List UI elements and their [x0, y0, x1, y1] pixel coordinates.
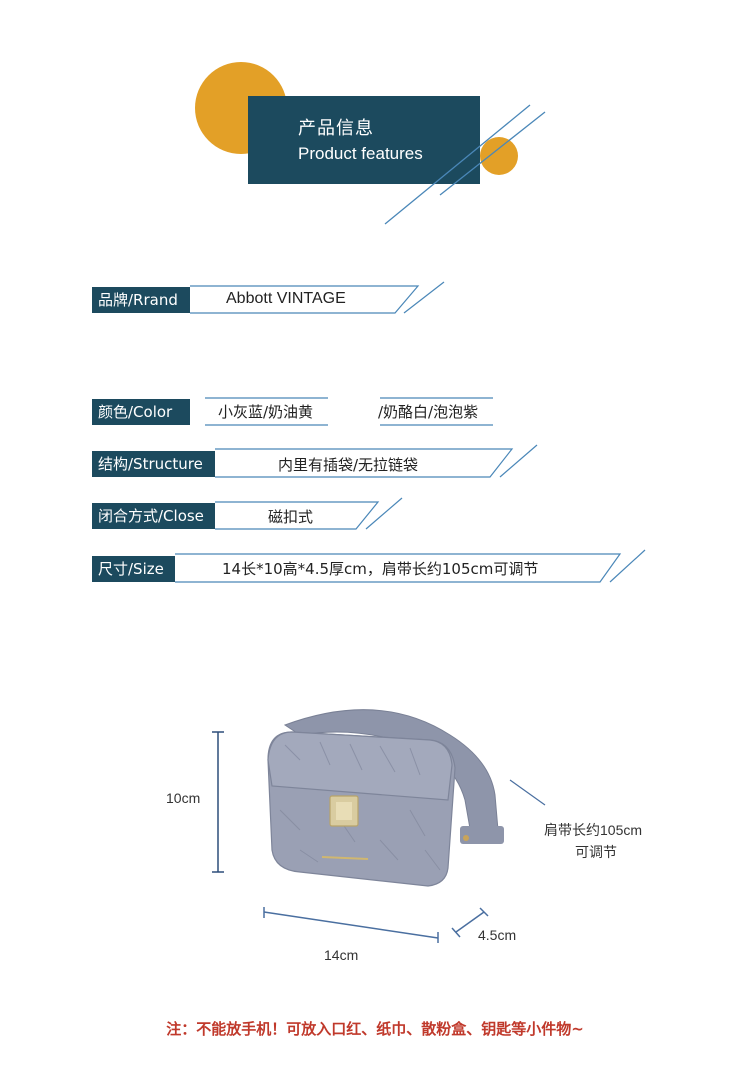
banner-title-cn: 产品信息	[298, 118, 374, 139]
color-value-a: 小灰蓝/奶油黄	[218, 403, 314, 421]
size-label: 尺寸/Size	[92, 556, 175, 582]
banner-title-en: Product features	[298, 144, 423, 163]
strap-adjustable-label: 可调节	[575, 844, 617, 860]
banner-circle-small	[480, 137, 518, 175]
note-text: 注：不能放手机！可放入口红、纸巾、散粉盒、钥匙等小件物~	[166, 1020, 584, 1038]
close-value: 磁扣式	[268, 508, 314, 526]
row-frames	[175, 281, 646, 583]
depth-label: 4.5cm	[478, 927, 517, 943]
color-value-b: /奶酪白/泡泡紫	[378, 403, 479, 421]
close-label: 闭合方式/Close	[92, 503, 215, 529]
height-label: 10cm	[166, 790, 201, 806]
width-label: 14cm	[324, 947, 359, 963]
color-label: 颜色/Color	[92, 399, 190, 425]
brand-value: Abbott VINTAGE	[226, 290, 346, 307]
structure-value: 内里有插袋/无拉链袋	[278, 456, 419, 474]
banner-box	[248, 96, 480, 184]
bag-illustration	[212, 709, 546, 943]
banner-diagonal-lines	[384, 104, 546, 225]
brand-label: 品牌/Rrand	[92, 287, 190, 313]
size-value: 14长*10高*4.5厚cm，肩带长约105cm可调节	[222, 560, 539, 578]
structure-label: 结构/Structure	[92, 451, 215, 477]
strap-length-label: 肩带长约105cm	[544, 822, 643, 838]
